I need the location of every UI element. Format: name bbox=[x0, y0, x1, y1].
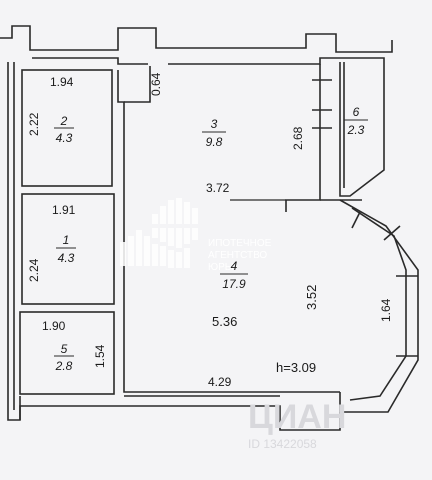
agency-name-line1: ИПОТЕЧНОЕ bbox=[208, 238, 272, 249]
room-2-area: 4.3 bbox=[56, 131, 73, 145]
room-6-number: 6 bbox=[353, 105, 360, 119]
room-1-depth: 2.24 bbox=[27, 258, 41, 282]
room-4-number: 4 bbox=[231, 259, 238, 273]
room-3-area: 9.8 bbox=[206, 135, 223, 149]
room-5-area: 2.8 bbox=[55, 359, 73, 373]
room-5-width: 1.90 bbox=[42, 319, 66, 333]
wall-lines bbox=[0, 25, 419, 431]
room-4-area: 17.9 bbox=[222, 277, 246, 291]
ceiling-height: h=3.09 bbox=[276, 360, 316, 375]
room-3-number: 3 bbox=[211, 117, 218, 131]
agency-name-line3: ЮРЫ bbox=[208, 262, 234, 273]
agency-name-line2: АГЕНТСТВО bbox=[208, 250, 267, 261]
listing-id-watermark: ID 13422058 bbox=[248, 437, 317, 451]
room-3-top-offset: 0.64 bbox=[149, 72, 163, 96]
agency-logo-icon bbox=[120, 198, 198, 268]
site-watermark: ЦИАН bbox=[248, 398, 346, 436]
room-1-width: 1.91 bbox=[52, 203, 76, 217]
room-6-area: 2.3 bbox=[347, 123, 365, 137]
room-1-number: 1 bbox=[63, 233, 70, 247]
room-3-width: 3.72 bbox=[206, 181, 230, 195]
room-4-bottom: 4.29 bbox=[208, 375, 232, 389]
room-5-number: 5 bbox=[61, 342, 68, 356]
bay-window-width: 1.64 bbox=[379, 298, 393, 322]
room-1-area: 4.3 bbox=[58, 251, 75, 265]
room-3-depth: 2.68 bbox=[291, 126, 305, 150]
room-2-depth: 2.22 bbox=[27, 112, 41, 136]
room-5-depth: 1.54 bbox=[93, 344, 107, 368]
door-marks bbox=[111, 120, 286, 280]
room-2-width: 1.94 bbox=[50, 75, 74, 89]
room-2-number: 2 bbox=[60, 114, 68, 128]
room-4-depth: 3.52 bbox=[304, 285, 319, 310]
room-4-width: 5.36 bbox=[212, 314, 237, 329]
